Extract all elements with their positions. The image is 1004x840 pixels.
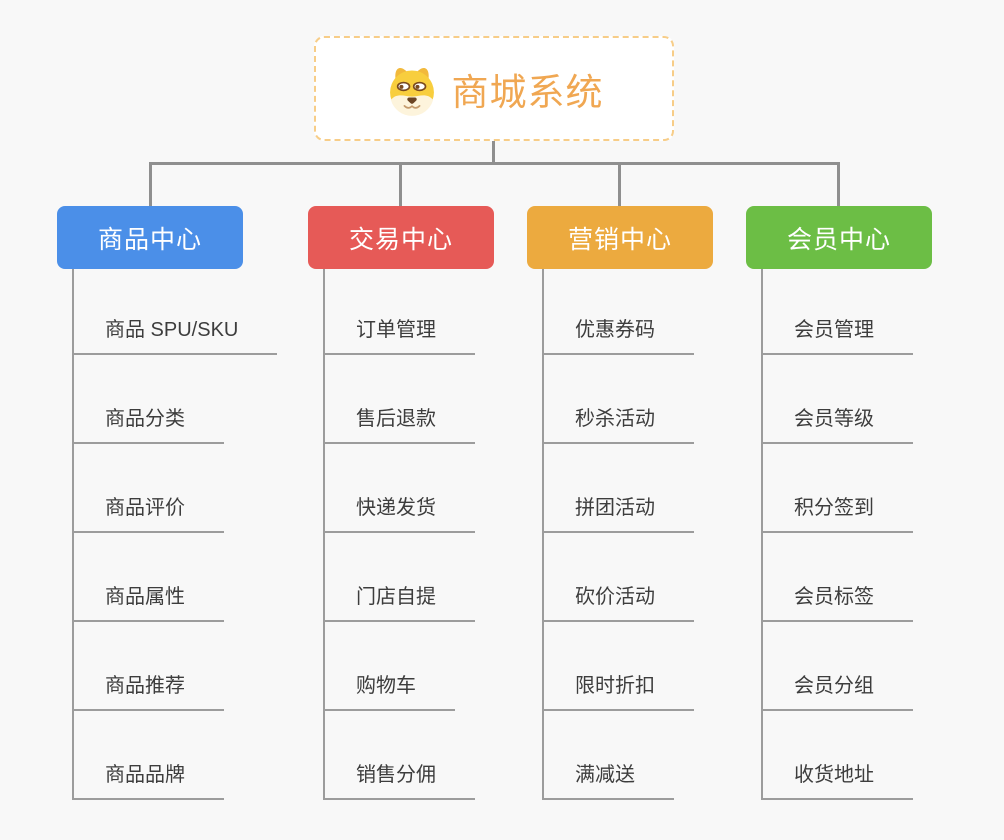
child-node-label: 销售分佣 (356, 764, 436, 786)
child-node[interactable]: 积分签到 (761, 495, 913, 533)
child-node[interactable]: 快递发货 (323, 495, 475, 533)
branch-node-1[interactable]: 商品中心 (57, 206, 243, 269)
child-node-label: 商品属性 (105, 586, 185, 608)
connector-drop-1 (149, 163, 152, 206)
branch-column-4: 会员中心 会员管理 会员等级 积分签到 会员标签 会员分组 收货地址 (746, 206, 932, 800)
child-node-label: 订单管理 (356, 319, 436, 341)
child-node-label: 快递发货 (356, 497, 436, 519)
root-node-title: 商城系统 (451, 71, 604, 113)
child-node[interactable]: 商品属性 (72, 584, 224, 622)
branch-spine-line (323, 269, 325, 800)
child-node[interactable]: 限时折扣 (542, 673, 694, 711)
branch-node-4[interactable]: 会员中心 (746, 206, 932, 269)
child-node-label: 限时折扣 (575, 675, 655, 697)
child-node[interactable]: 商品推荐 (72, 673, 224, 711)
child-node-label: 商品品牌 (105, 764, 185, 786)
child-node[interactable]: 优惠券码 (542, 317, 694, 355)
child-node[interactable]: 订单管理 (323, 317, 475, 355)
child-node-label: 收货地址 (794, 764, 874, 786)
branch-node-2[interactable]: 交易中心 (308, 206, 494, 269)
branch-column-3: 营销中心 优惠券码 秒杀活动 拼团活动 砍价活动 限时折扣 满减送 (527, 206, 713, 800)
child-node-label: 优惠券码 (575, 319, 655, 341)
branch-node-label: 商品中心 (97, 225, 202, 254)
child-node-label: 商品分类 (105, 408, 185, 430)
branch-items: 商品 SPU/SKU 商品分类 商品评价 商品属性 商品推荐 商品品牌 (72, 269, 278, 800)
child-node-label: 秒杀活动 (575, 408, 655, 430)
child-node-label: 商品评价 (105, 497, 185, 519)
child-node[interactable]: 销售分佣 (323, 762, 475, 800)
child-node[interactable]: 会员标签 (761, 584, 913, 622)
child-node[interactable]: 门店自提 (323, 584, 475, 622)
child-node[interactable]: 会员分组 (761, 673, 913, 711)
branch-node-label: 交易中心 (348, 225, 453, 254)
branch-column-2: 交易中心 订单管理 售后退款 快递发货 门店自提 购物车 销售分佣 (308, 206, 494, 800)
branch-spine-line (72, 269, 74, 800)
child-node-label: 拼团活动 (575, 497, 655, 519)
child-node-label: 满减送 (575, 764, 635, 786)
child-node[interactable]: 商品分类 (72, 406, 224, 444)
branch-column-1: 商品中心 商品 SPU/SKU 商品分类 商品评价 商品属性 商品推荐 商品品牌 (57, 206, 278, 800)
connector-drop-2 (399, 163, 402, 206)
child-node-label: 商品 SPU/SKU (105, 319, 239, 341)
child-node[interactable]: 商品品牌 (72, 762, 224, 800)
child-node-label: 门店自提 (356, 586, 436, 608)
connector-root-stem (492, 139, 495, 163)
branch-spine-line (542, 269, 544, 800)
child-node[interactable]: 秒杀活动 (542, 406, 694, 444)
child-node-label: 会员分组 (794, 675, 874, 697)
branch-node-label: 会员中心 (786, 225, 891, 254)
child-node-label: 购物车 (356, 675, 416, 697)
connector-drop-4 (837, 163, 840, 206)
child-node[interactable]: 售后退款 (323, 406, 475, 444)
branch-spine-line (761, 269, 763, 800)
child-node[interactable]: 商品 SPU/SKU (72, 317, 278, 355)
child-node-label: 积分签到 (794, 497, 874, 519)
child-node[interactable]: 会员等级 (761, 406, 913, 444)
dog-face-icon (389, 67, 434, 116)
child-node[interactable]: 会员管理 (761, 317, 913, 355)
connector-horizontal-bar (149, 162, 840, 165)
child-node[interactable]: 收货地址 (761, 762, 913, 800)
branch-node-3[interactable]: 营销中心 (527, 206, 713, 269)
child-node-label: 会员标签 (794, 586, 874, 608)
child-node-label: 会员等级 (794, 408, 874, 430)
branch-items: 订单管理 售后退款 快递发货 门店自提 购物车 销售分佣 (323, 269, 475, 800)
child-node[interactable]: 满减送 (542, 762, 674, 800)
root-node[interactable]: 商城系统 (314, 36, 674, 141)
child-node-label: 商品推荐 (105, 675, 185, 697)
branch-items: 优惠券码 秒杀活动 拼团活动 砍价活动 限时折扣 满减送 (542, 269, 694, 800)
child-node[interactable]: 购物车 (323, 673, 455, 711)
child-node[interactable]: 砍价活动 (542, 584, 694, 622)
child-node[interactable]: 拼团活动 (542, 495, 694, 533)
branch-items: 会员管理 会员等级 积分签到 会员标签 会员分组 收货地址 (761, 269, 913, 800)
connector-drop-3 (618, 163, 621, 206)
child-node-label: 售后退款 (356, 408, 436, 430)
child-node[interactable]: 商品评价 (72, 495, 224, 533)
child-node-label: 会员管理 (794, 319, 874, 341)
child-node-label: 砍价活动 (575, 586, 655, 608)
branch-node-label: 营销中心 (567, 225, 672, 254)
